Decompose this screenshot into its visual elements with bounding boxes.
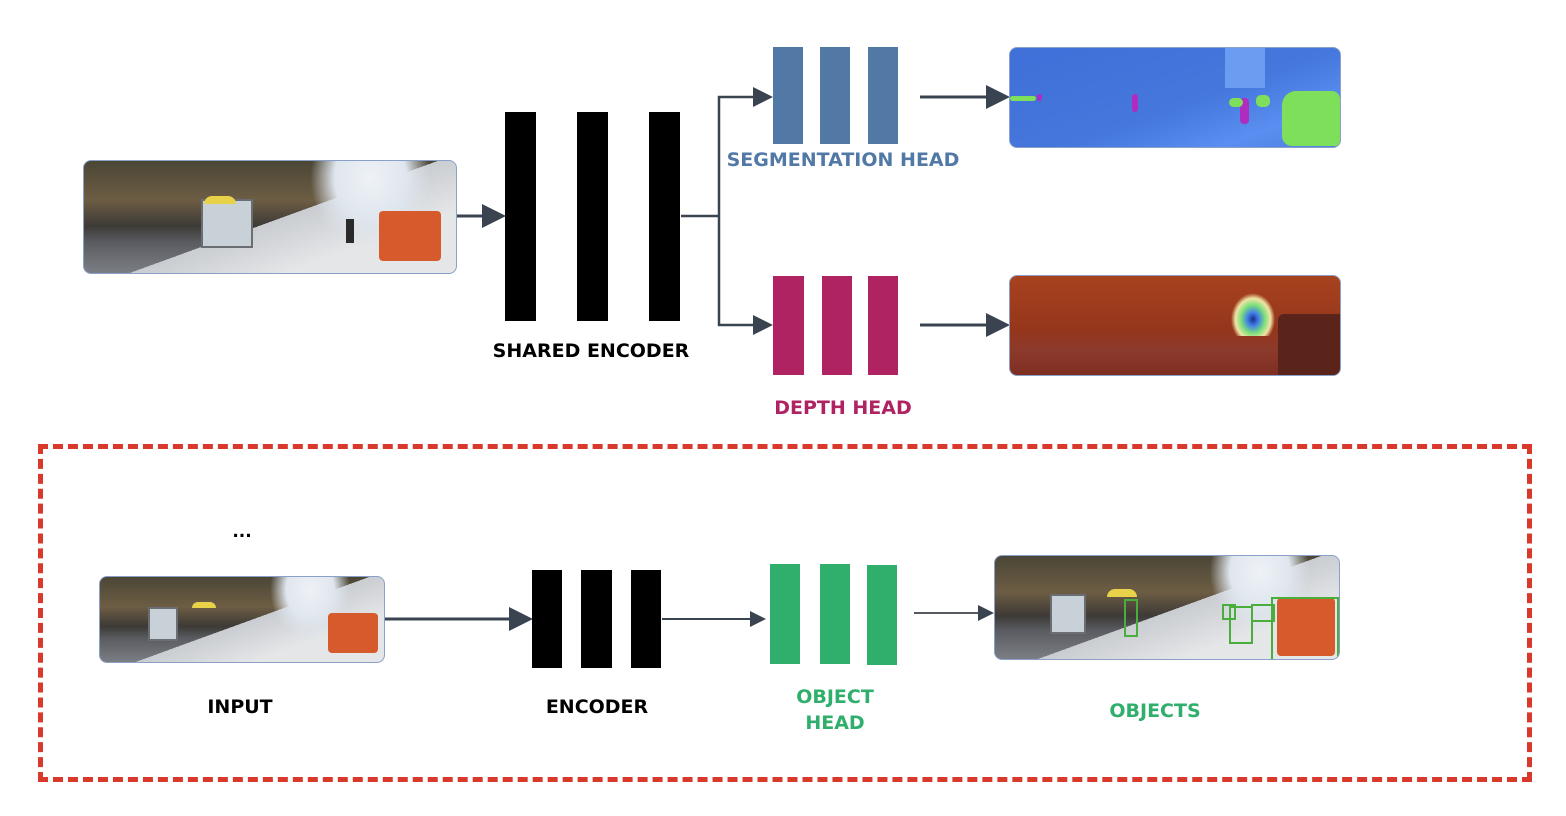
input-label: INPUT — [207, 696, 273, 718]
depth-head-label: DEPTH HEAD — [774, 397, 912, 419]
segmentation-head-layer-3 — [868, 47, 898, 144]
shared-encoder-layer-3 — [649, 112, 680, 321]
input-image-top — [83, 160, 457, 274]
detection-box-cyclist — [1229, 606, 1253, 644]
depth-head-layer-2 — [822, 276, 852, 375]
ellipsis-text: ... — [232, 522, 252, 542]
input-image-bottom — [99, 576, 385, 663]
objects-label: OBJECTS — [1109, 700, 1201, 722]
depth-head-layer-1 — [773, 276, 804, 375]
depth-head-layer-3 — [868, 276, 898, 375]
single-task-pipeline-box — [38, 444, 1532, 782]
detection-box-car-mid — [1251, 604, 1275, 622]
object-head-label-line2: HEAD — [805, 712, 865, 734]
object-head-layer-2 — [820, 564, 850, 664]
object-head-layer-1 — [770, 564, 800, 664]
segmentation-head-label: SEGMENTATION HEAD — [726, 149, 960, 171]
objects-output-image — [994, 555, 1340, 660]
shared-encoder-layer-1 — [505, 112, 536, 321]
encoder-layer-2 — [581, 570, 612, 668]
detection-box-pedestrian-left — [1124, 599, 1138, 637]
segmentation-head-layer-1 — [773, 47, 803, 144]
depth-output-image — [1009, 275, 1341, 376]
segmentation-head-layer-2 — [820, 47, 850, 144]
detection-box-van — [1271, 597, 1339, 659]
encoder-layer-3 — [631, 570, 661, 668]
arrow-to-segmentation — [717, 87, 773, 216]
segmentation-output-image — [1009, 47, 1341, 148]
object-head-layer-3 — [867, 565, 897, 665]
object-head-label-line1: OBJECT — [796, 686, 874, 708]
shared-encoder-layer-2 — [577, 112, 608, 321]
arrow-to-depth — [717, 216, 773, 335]
encoder-label: ENCODER — [545, 696, 649, 718]
shared-encoder-label: SHARED ENCODER — [492, 340, 690, 362]
encoder-layer-1 — [532, 570, 562, 668]
